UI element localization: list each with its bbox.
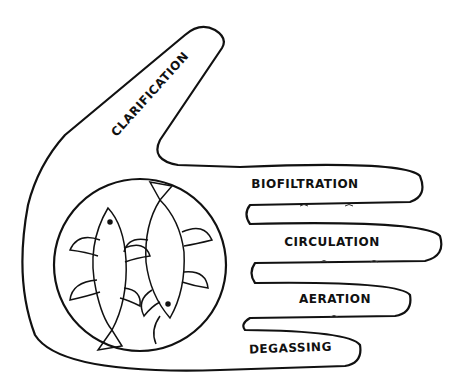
fish-circle bbox=[54, 179, 226, 351]
hand-outline bbox=[22, 27, 441, 371]
knuckle-lines bbox=[300, 205, 378, 318]
fish-left bbox=[70, 208, 150, 350]
fish-right bbox=[124, 182, 212, 344]
finger-label: BIOFILTRATION bbox=[251, 178, 358, 191]
finger-label: AERATION bbox=[299, 293, 371, 306]
finger-label: CIRCULATION bbox=[284, 236, 379, 249]
